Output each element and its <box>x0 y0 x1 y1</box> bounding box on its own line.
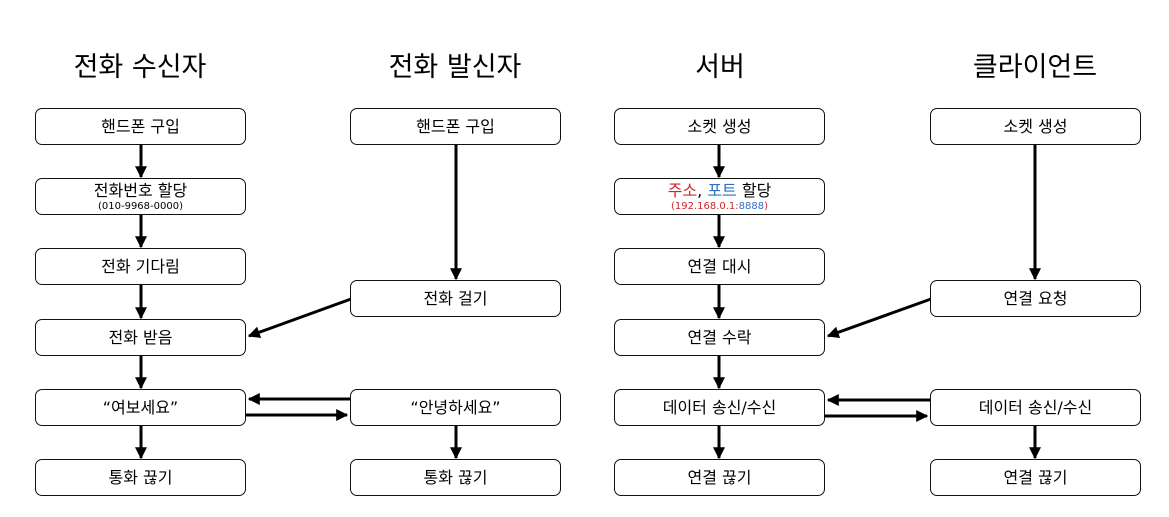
callee-say: “여보세요” <box>35 389 246 426</box>
client-disconnect: 연결 끊기 <box>930 459 1141 496</box>
server-ip: 192.168.0.1 <box>674 200 736 212</box>
client-request-connection-label: 연결 요청 <box>1003 289 1068 308</box>
caller-make-call: 전화 걸기 <box>350 280 561 317</box>
client-send-receive: 데이터 송신/수신 <box>930 389 1141 426</box>
callee-hang-up-label: 통화 끊기 <box>108 468 173 487</box>
callee-wait-call-label: 전화 기다림 <box>101 257 180 276</box>
caller-say: “안녕하세요” <box>350 389 561 426</box>
server-wait-connection: 연결 대시 <box>614 248 825 285</box>
server-address-word: 주소 <box>667 180 698 200</box>
server-port: 8888 <box>738 200 765 212</box>
server-accept-connection-label: 연결 수락 <box>687 328 752 347</box>
heading-caller: 전화 발신자 <box>388 52 522 83</box>
callee-assign-number: 전화번호 할당 (010-9968-0000) <box>35 178 246 215</box>
heading-client: 클라이언트 <box>972 52 1098 83</box>
caller-hang-up: 통화 끊기 <box>350 459 561 496</box>
arrow-connect-diagonal <box>826 297 932 338</box>
caller-hang-up-label: 통화 끊기 <box>423 468 488 487</box>
heading-callee: 전화 수신자 <box>73 52 207 83</box>
server-assign-rest: 할당 <box>736 180 772 200</box>
server-send-receive-label: 데이터 송신/수신 <box>662 398 777 417</box>
server-assign-label: 주소, 포트 할당 <box>668 181 772 200</box>
client-send-receive-label: 데이터 송신/수신 <box>978 398 1093 417</box>
caller-buy-phone: 핸드폰 구입 <box>350 108 561 145</box>
server-paren-open: ( <box>670 200 675 212</box>
caller-make-call-label: 전화 걸기 <box>423 289 488 308</box>
server-assign-address: 주소, 포트 할당 (192.168.0.1:8888) <box>614 178 825 215</box>
callee-hang-up: 통화 끊기 <box>35 459 246 496</box>
caller-buy-phone-label: 핸드폰 구입 <box>416 117 495 136</box>
callee-receive-call-label: 전화 받음 <box>108 328 173 347</box>
server-create-socket-label: 소켓 생성 <box>687 117 752 136</box>
server-address-value: (192.168.0.1:8888) <box>671 201 768 213</box>
callee-buy-phone: 핸드폰 구입 <box>35 108 246 145</box>
server-wait-connection-label: 연결 대시 <box>687 257 752 276</box>
callee-say-label: “여보세요” <box>102 398 179 417</box>
callee-receive-call: 전화 받음 <box>35 319 246 356</box>
server-port-word: 포트 <box>707 180 737 200</box>
server-disconnect-label: 연결 끊기 <box>687 468 752 487</box>
client-request-connection: 연결 요청 <box>930 280 1141 317</box>
server-create-socket: 소켓 생성 <box>614 108 825 145</box>
callee-wait-call: 전화 기다림 <box>35 248 246 285</box>
server-colon: : <box>735 200 739 212</box>
server-send-receive: 데이터 송신/수신 <box>614 389 825 426</box>
server-disconnect: 연결 끊기 <box>614 459 825 496</box>
caller-say-label: “안녕하세요” <box>410 398 501 417</box>
callee-assign-number-label: 전화번호 할당 <box>93 180 188 200</box>
server-accept-connection: 연결 수락 <box>614 319 825 356</box>
server-assign-comma: , <box>697 180 708 200</box>
heading-server: 서버 <box>695 52 745 83</box>
client-create-socket: 소켓 생성 <box>930 108 1141 145</box>
client-disconnect-label: 연결 끊기 <box>1003 468 1068 487</box>
server-paren-close: ) <box>764 200 769 212</box>
callee-buy-phone-label: 핸드폰 구입 <box>101 117 180 136</box>
callee-phone-number: (010-9968-0000) <box>97 200 183 212</box>
arrow-call-diagonal <box>247 297 352 338</box>
client-create-socket-label: 소켓 생성 <box>1003 117 1068 136</box>
